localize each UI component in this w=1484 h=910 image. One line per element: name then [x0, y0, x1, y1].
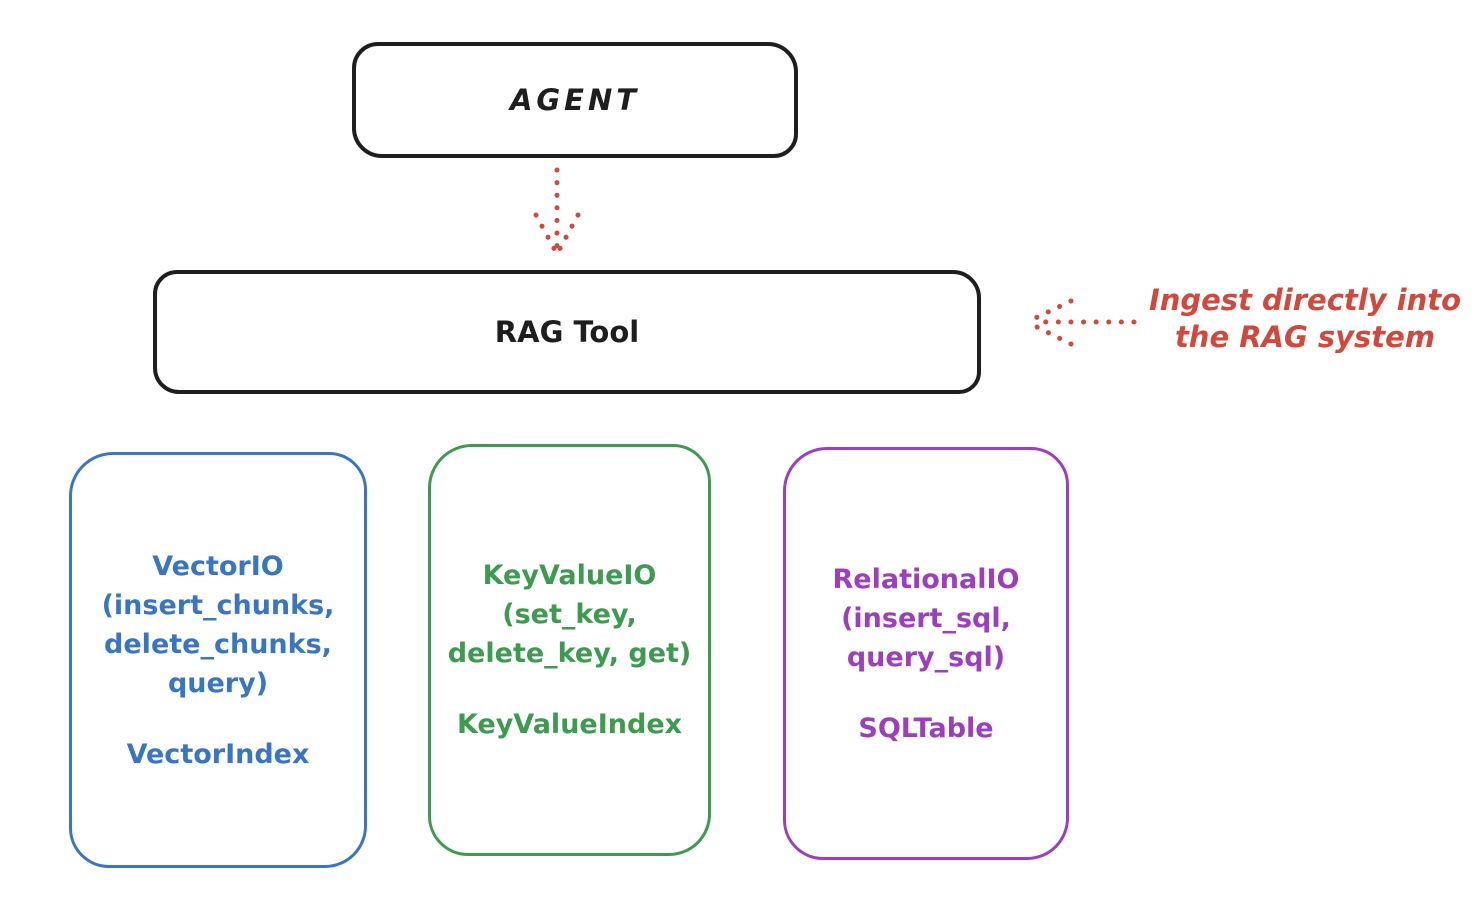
ingest-annotation: Ingest directly into the RAG system: [1135, 282, 1475, 356]
annotation-line-2: the RAG system: [1174, 320, 1436, 354]
keyvalue-io-box: KeyValueIO (set_key, delete_key, get) Ke…: [428, 444, 711, 856]
keyvalue-io-index-label: KeyValueIndex: [456, 709, 683, 740]
agent-box: AGENT: [352, 42, 798, 158]
vector-io-methods: VectorIO (insert_chunks, delete_chunks, …: [101, 550, 335, 699]
agent-label: AGENT: [509, 83, 641, 117]
annotation-line-1: Ingest directly into: [1148, 283, 1462, 317]
relational-io-index-label: SQLTable: [858, 712, 994, 744]
keyvalue-io-methods: KeyValueIO (set_key, delete_key, get): [447, 560, 692, 669]
relational-io-methods: RelationalIO (insert_sql, query_sql): [832, 563, 1020, 673]
rag-tool-box: RAG Tool: [153, 270, 981, 394]
vector-io-box: VectorIO (insert_chunks, delete_chunks, …: [69, 452, 367, 868]
rag-tool-label: RAG Tool: [494, 315, 640, 349]
agent-to-rag-arrow: [533, 167, 581, 257]
relational-io-box: RelationalIO (insert_sql, query_sql) SQL…: [783, 447, 1069, 860]
vector-io-index-label: VectorIndex: [126, 738, 310, 770]
ingest-annotation-arrow: [1024, 298, 1137, 347]
